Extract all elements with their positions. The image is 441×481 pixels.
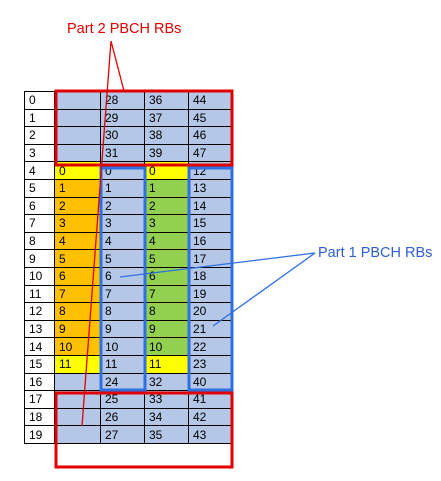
rb-cell: 8 xyxy=(100,302,145,321)
part2-pbch-label: Part 2 PBCH RBs xyxy=(67,21,182,37)
rb-cell xyxy=(54,143,101,163)
rb-cell: 1 xyxy=(100,178,145,198)
rb-cell: 11 xyxy=(144,354,189,374)
row-index-cell: 11 xyxy=(24,284,55,304)
rb-cell: 6 xyxy=(54,266,101,286)
rb-cell: 44 xyxy=(188,91,233,110)
rb-cell: 40 xyxy=(188,372,233,392)
rb-cell: 1 xyxy=(54,178,101,198)
part1-right-box xyxy=(187,166,234,392)
rb-cell: 39 xyxy=(144,143,189,163)
rb-cell: 26 xyxy=(100,407,145,427)
rb-cell: 28 xyxy=(100,91,145,110)
rb-cell: 15 xyxy=(188,214,233,233)
row-index-cell: 5 xyxy=(24,178,55,198)
rb-cell: 7 xyxy=(100,284,145,304)
rb-cell: 27 xyxy=(100,425,145,444)
row-index-cell: 4 xyxy=(24,161,55,180)
part1-pointer-line-upper xyxy=(119,252,316,278)
rb-cell: 5 xyxy=(100,249,145,268)
row-index-cell: 12 xyxy=(24,302,55,321)
part2-top-box xyxy=(54,89,234,167)
row-index-cell: 17 xyxy=(24,390,55,409)
rb-cell: 23 xyxy=(188,354,233,374)
rb-cell: 29 xyxy=(100,108,145,128)
rb-cell: 47 xyxy=(188,143,233,163)
rb-cell: 31 xyxy=(100,143,145,163)
rb-cell: 11 xyxy=(100,354,145,374)
part1-pointer-line-lower xyxy=(212,252,316,327)
rb-cell: 11 xyxy=(54,354,101,374)
part1-middle-box xyxy=(99,166,147,392)
rb-cell: 35 xyxy=(144,425,189,444)
row-index-cell: 15 xyxy=(24,354,55,374)
rb-cell: 10 xyxy=(100,337,145,356)
rb-cell: 19 xyxy=(188,284,233,304)
rb-cell: 2 xyxy=(144,196,189,216)
rb-cell: 22 xyxy=(188,337,233,356)
rb-cell: 45 xyxy=(188,108,233,128)
rb-cell: 32 xyxy=(144,372,189,392)
rb-cell xyxy=(54,108,101,128)
row-index-cell: 10 xyxy=(24,266,55,286)
part1-pbch-label: Part 1 PBCH RBs xyxy=(318,245,433,261)
rb-cell: 10 xyxy=(144,337,189,356)
rb-cell: 4 xyxy=(54,231,101,251)
rb-cell: 13 xyxy=(188,178,233,198)
rb-cell: 42 xyxy=(188,407,233,427)
part2-pointer-line-right xyxy=(110,40,125,92)
rb-cell: 43 xyxy=(188,425,233,444)
rb-cell: 8 xyxy=(54,302,101,321)
rb-cell: 34 xyxy=(144,407,189,427)
row-index-cell: 9 xyxy=(24,249,55,268)
rb-cell: 3 xyxy=(100,214,145,233)
rb-cell: 21 xyxy=(188,319,233,339)
rb-cell: 14 xyxy=(188,196,233,216)
rb-cell: 3 xyxy=(54,214,101,233)
row-index-cell: 1 xyxy=(24,108,55,128)
rb-cell: 46 xyxy=(188,126,233,145)
rb-cell xyxy=(54,407,101,427)
part2-pointer-line-left xyxy=(81,40,112,427)
rb-cell: 6 xyxy=(144,266,189,286)
part2-bottom-box xyxy=(54,391,234,469)
